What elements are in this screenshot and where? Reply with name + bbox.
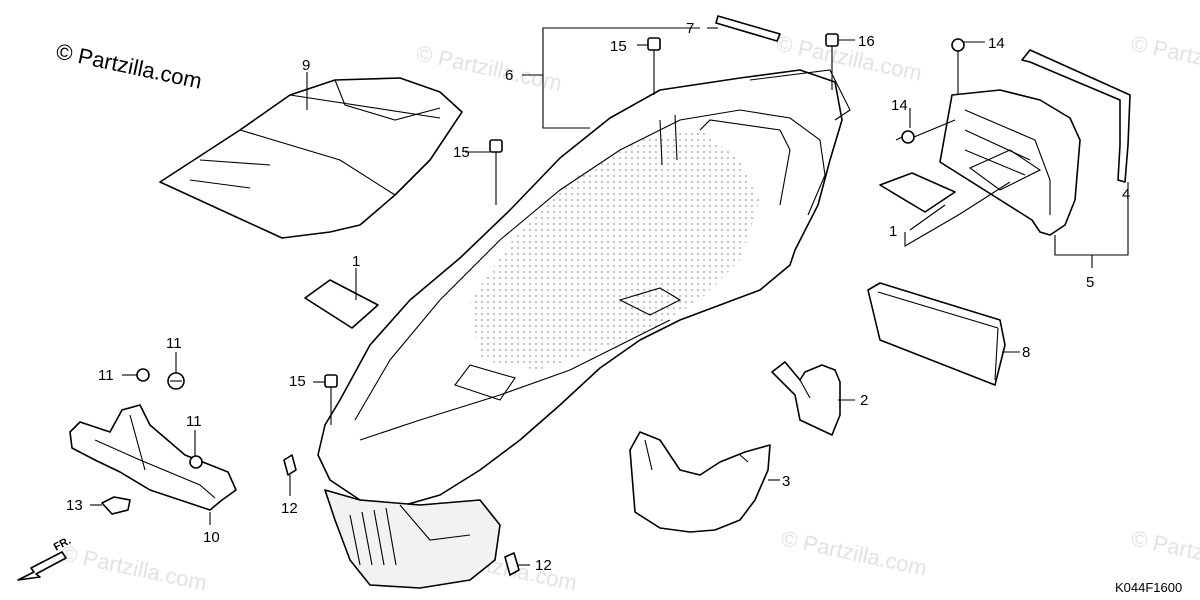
screw-11-b[interactable]: [167, 372, 185, 390]
callout-6: 6: [505, 67, 513, 84]
callout-2: 2: [860, 392, 868, 409]
callout-12: 12: [281, 500, 298, 517]
callouts: 7 6 15 16 14 14 4 5 1 9 15 1 15 8 2 3 11…: [66, 20, 1130, 574]
callout-15: 15: [289, 373, 306, 390]
part-3-fender[interactable]: [629, 431, 771, 533]
leader-lines: [90, 27, 1129, 566]
part-8-tray[interactable]: [867, 282, 1006, 386]
part-5-rear-box[interactable]: [939, 89, 1081, 236]
part-7-seal[interactable]: [715, 15, 781, 42]
copyright-text: © Partzilla.com: [54, 38, 204, 93]
clip-14-top[interactable]: [951, 38, 965, 62]
watermark: © Partzilla.com: [414, 40, 564, 95]
callout-3: 3: [782, 473, 790, 490]
callout-7: 7: [686, 20, 694, 37]
callout-14: 14: [988, 35, 1005, 52]
watermark: © Partzilla.com: [779, 525, 929, 580]
callout-11: 11: [98, 367, 114, 384]
part-12-clip[interactable]: [283, 454, 520, 576]
callout-12: 12: [535, 557, 552, 574]
part-2-bracket[interactable]: [771, 361, 841, 436]
bolt-15-low[interactable]: [324, 374, 338, 397]
callout-13: 13: [66, 497, 83, 514]
callout-4: 4: [1122, 186, 1130, 203]
callout-9: 9: [302, 57, 310, 74]
callout-8: 8: [1022, 344, 1030, 361]
part-6-body[interactable]: [317, 69, 851, 589]
callout-15: 15: [453, 144, 470, 161]
bolt-15-mid[interactable]: [489, 139, 503, 162]
callout-5: 5: [1086, 274, 1094, 291]
callout-11: 11: [186, 413, 202, 430]
watermark: © Partzilla.com: [1129, 30, 1200, 85]
callout-10: 10: [203, 529, 220, 546]
callout-1: 1: [889, 223, 897, 240]
callout-15: 15: [610, 38, 627, 55]
part-9-cover[interactable]: [159, 77, 463, 239]
watermark: © Partzilla.com: [59, 540, 209, 595]
watermark: © Partzilla.com: [1129, 525, 1200, 580]
part-13-block[interactable]: [101, 496, 131, 515]
part-4-rubber[interactable]: [1021, 49, 1131, 183]
front-direction-arrow: FR.: [17, 535, 73, 581]
part-1-lid-right[interactable]: [879, 172, 956, 213]
screw-11-c[interactable]: [189, 455, 203, 469]
part-10-bracket[interactable]: [69, 404, 237, 511]
callout-16: 16: [858, 33, 875, 50]
clip-14-left[interactable]: [895, 130, 915, 144]
diagram-code: K044F1600: [1115, 580, 1182, 595]
callout-14: 14: [891, 97, 908, 114]
bolt-15-top[interactable]: [647, 37, 661, 62]
screw-11-a[interactable]: [136, 368, 150, 382]
callout-11: 11: [166, 335, 182, 352]
callout-1: 1: [352, 253, 360, 270]
part-1-lid-left[interactable]: [304, 279, 379, 329]
